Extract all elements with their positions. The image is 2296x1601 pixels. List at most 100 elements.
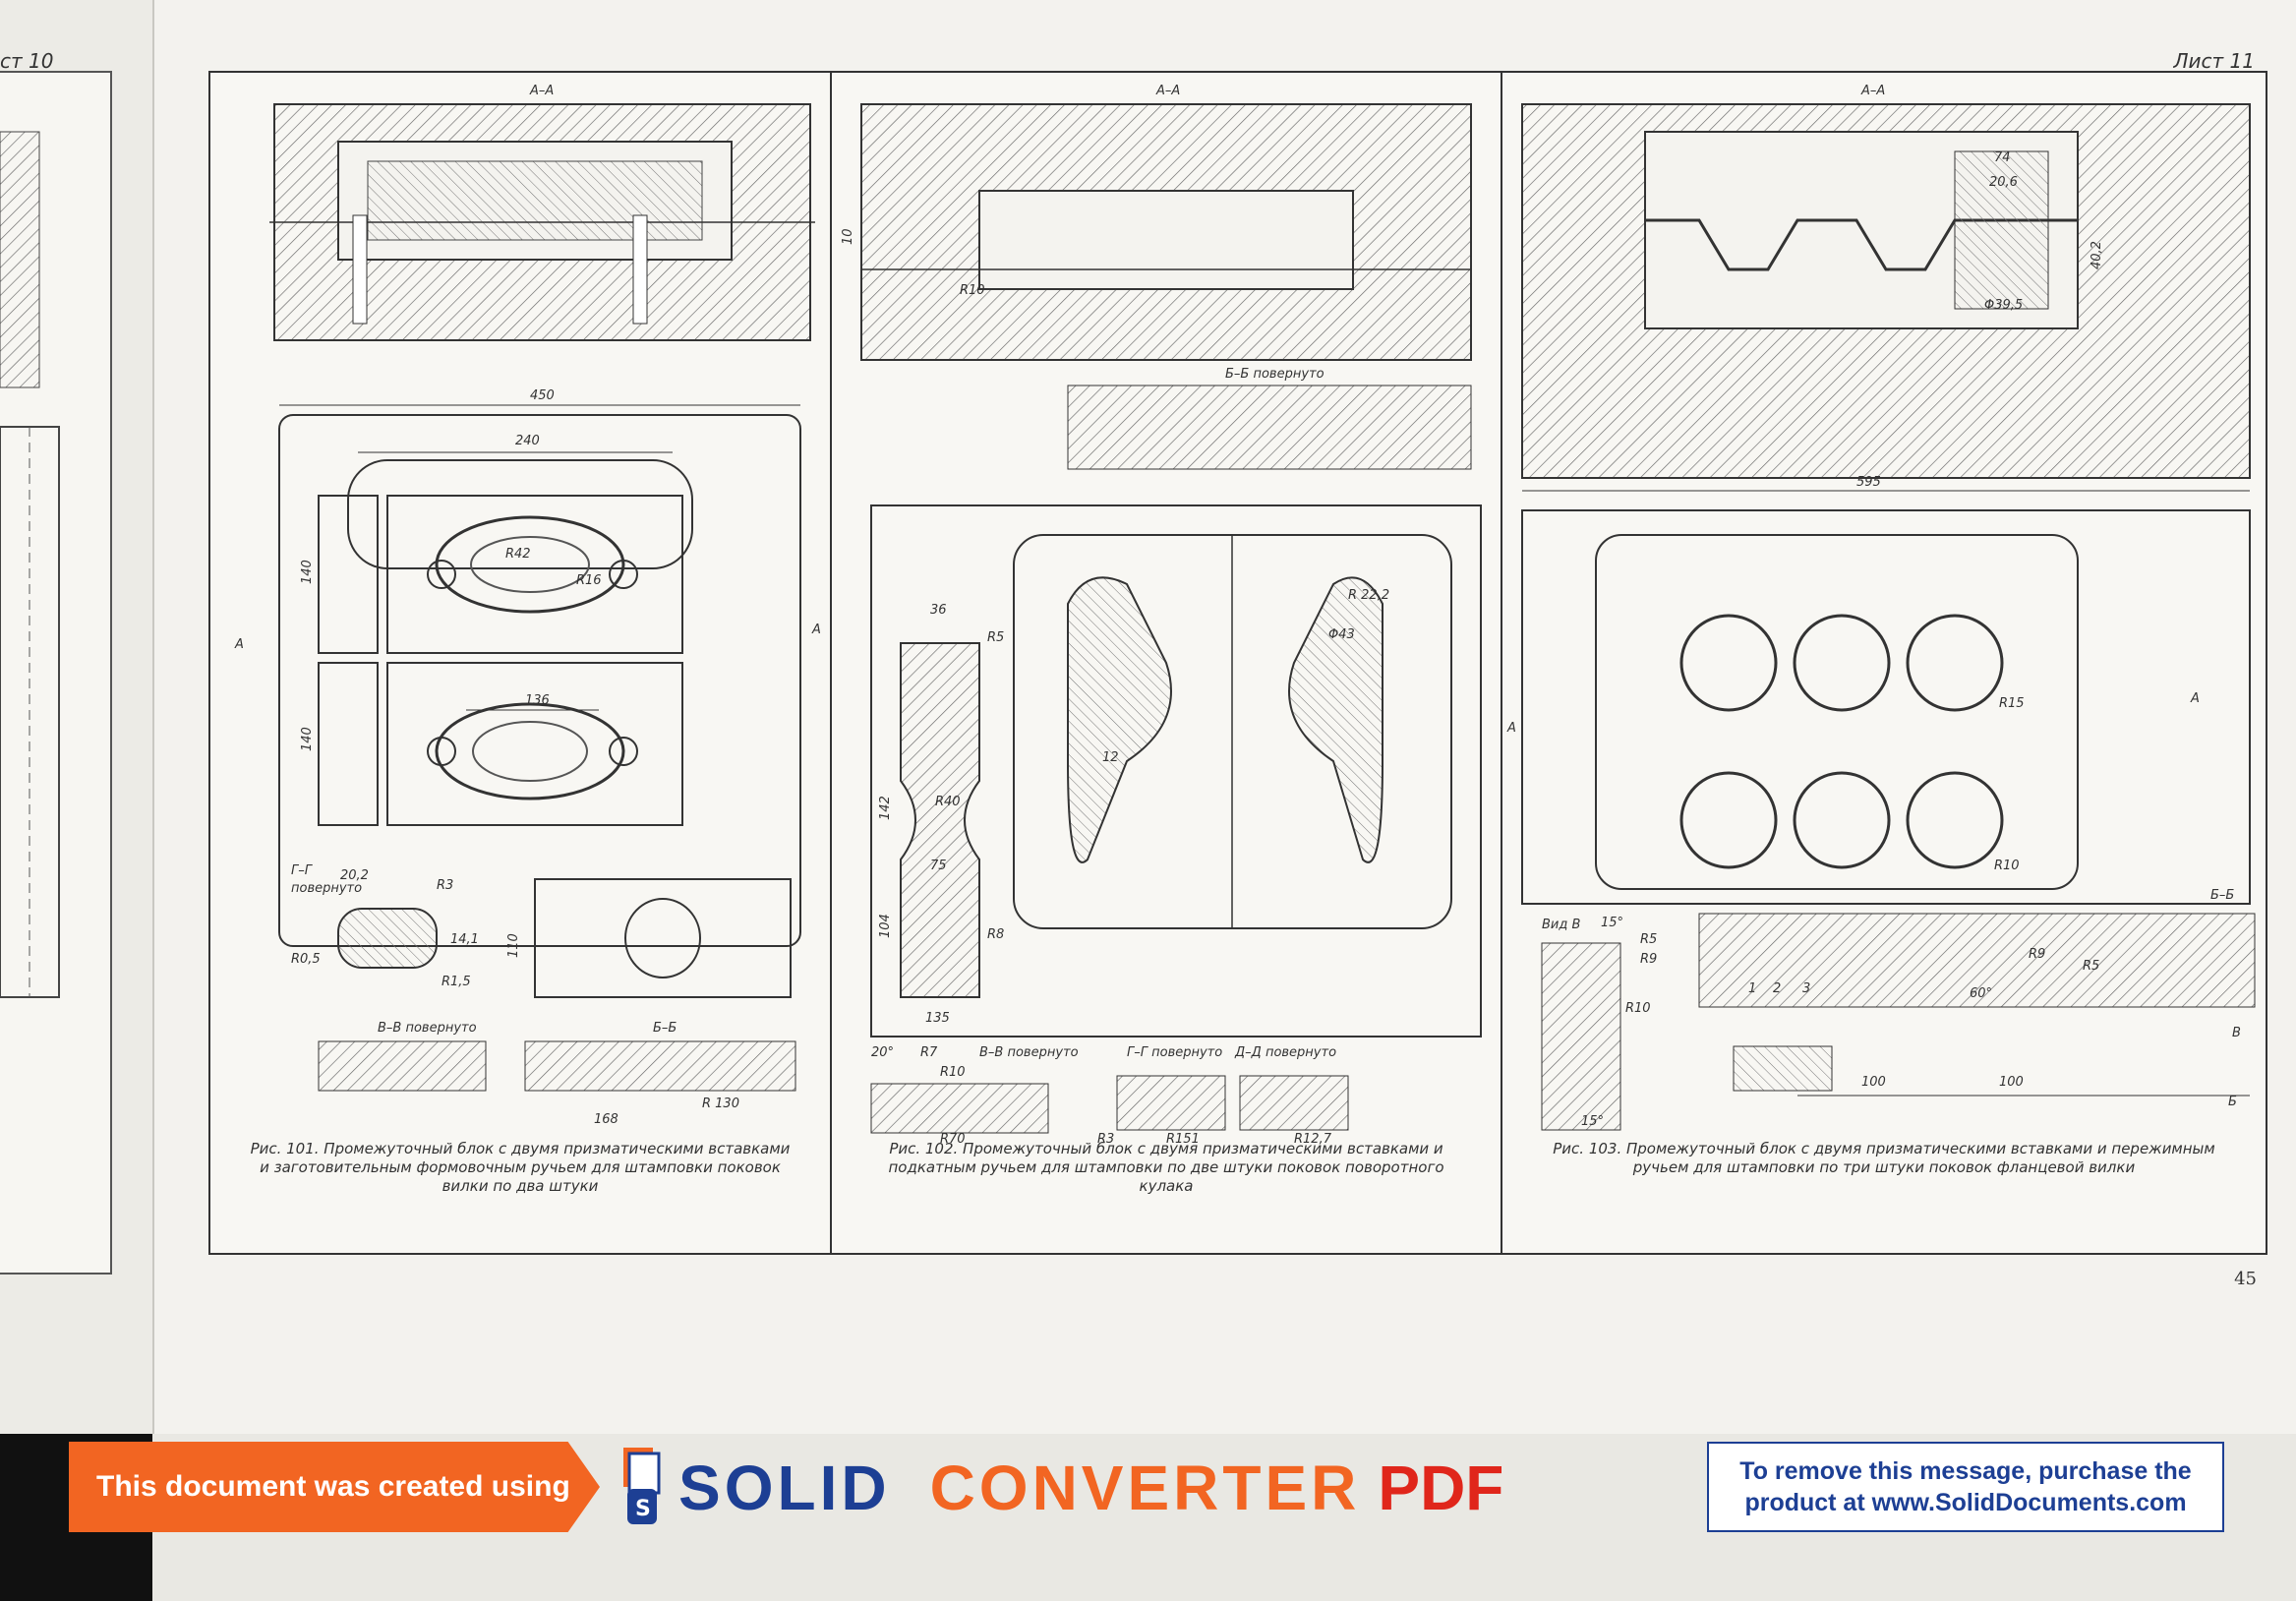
fig101-dim-450: 450 <box>530 388 555 403</box>
fig101-dim-r3: R3 <box>437 878 453 893</box>
fig102-dim-r5: R5 <box>987 630 1004 645</box>
fig103-dim-74: 74 <box>1994 150 2011 165</box>
fig101-upper-cavity-inner <box>470 536 590 593</box>
figure-102-caption: Рис. 102. Промежуточный блок с двумя при… <box>888 1140 1444 1195</box>
fig101-dim-r05: R0,5 <box>291 952 321 967</box>
created-using-label[interactable]: This document was created using <box>69 1442 600 1532</box>
fig102-dim-r7: R7 <box>920 1045 938 1060</box>
fig102-dim-r151: R151 <box>1166 1132 1200 1145</box>
fig102-section-aa: А–А <box>1155 84 1180 98</box>
fig101-lower-insert <box>386 662 683 826</box>
left-page-fragment <box>0 71 112 1275</box>
fig101-dim-r15: R1,5 <box>442 975 471 989</box>
fig102-plan-outline <box>870 504 1482 1038</box>
fig102-dim-135: 135 <box>925 1011 950 1026</box>
fig103-bolt-detail <box>1733 1045 1833 1092</box>
fig103-dim-595: 595 <box>1856 475 1881 490</box>
left-fragment-drawing <box>0 131 60 998</box>
figure-101-caption: Рис. 101. Промежуточный блок с двумя при… <box>250 1140 791 1195</box>
purchase-message-link[interactable]: To remove this message, purchase the pro… <box>1707 1442 2224 1532</box>
fig101-left-clamp-lower <box>318 662 379 826</box>
fig102-roll-section <box>900 642 980 998</box>
fig103-dim-r9-v: R9 <box>1640 952 1657 967</box>
fig101-lower-cavity-inner <box>472 721 588 782</box>
fig101-bolt-right <box>632 214 648 325</box>
fig101-lower-boss-right <box>609 737 638 766</box>
purchase-message-line1: To remove this message, purchase the <box>1739 1457 2192 1485</box>
fig102-view-vv: В–В повернуто <box>979 1045 1079 1060</box>
fig102-dim-10: 10 <box>841 228 855 245</box>
fig101-dim-r130: R 130 <box>702 1097 739 1111</box>
figure-101-drawing: А–А 450 240 140 140 R42 R16 <box>234 84 821 1127</box>
fig101-lower-boss-left <box>427 737 456 766</box>
fig101-dim-r42: R42 <box>505 547 531 562</box>
fig101-upper-boss-left <box>427 560 456 589</box>
fig103-view-v: Вид В <box>1542 918 1580 932</box>
fig101-lower-cavity <box>435 702 625 800</box>
fig103-insert-plan <box>1595 534 2079 890</box>
fig102-dim-104: 104 <box>878 914 893 938</box>
fig101-bb-plan <box>534 878 792 998</box>
fig101-bb-section <box>524 1040 796 1092</box>
page-number: 45 <box>2234 1269 2257 1289</box>
fig101-gg-section <box>337 908 438 969</box>
purchase-message-line2: product at www.SolidDocuments.com <box>1744 1489 2187 1516</box>
fig101-upper-insert <box>386 495 683 654</box>
fig101-mark-a-left: А <box>234 637 244 652</box>
fig101-view-vv: В–В повернуто <box>378 1021 477 1036</box>
fig102-insert <box>978 190 1354 290</box>
fig102-bb-section <box>1067 385 1472 470</box>
fig103-dim-r15: R15 <box>1999 696 2025 711</box>
figure-103-drawing: А–А 74 20,6 Φ39,5 40,2 595 R15 <box>1506 84 2256 1131</box>
fig103-view-bb: Б–Б <box>2210 888 2234 903</box>
fig103-dim-60deg: 60° <box>1970 986 1992 1001</box>
fig102-dim-r10-top: R10 <box>960 283 985 298</box>
watermark-banner: This document was created using S SOLID … <box>0 1434 2296 1601</box>
fig102-dim-r222: R 22,2 <box>1348 588 1389 603</box>
fig101-bb-cavity <box>624 898 701 978</box>
fig103-mark-b: Б <box>2228 1095 2237 1109</box>
fig101-dim-140a: 140 <box>300 560 315 584</box>
fig103-dim-15b: 15° <box>1581 1114 1604 1129</box>
fig103-bb-section <box>1698 913 2256 1008</box>
fig101-upper-cavity <box>435 515 625 614</box>
fig102-dim-36: 36 <box>930 603 947 618</box>
fig102-view-dd: Д–Д повернуто <box>1234 1045 1336 1060</box>
fig103-lower-impressions <box>1679 771 2004 869</box>
fig101-plan-outline <box>278 414 801 947</box>
fig103-dim-r9: R9 <box>2029 947 2045 962</box>
fig103-view-v-section <box>1541 942 1621 1131</box>
fig102-dim-r70: R70 <box>940 1132 966 1145</box>
solid-documents-logo-icon: S <box>623 1448 661 1524</box>
fig103-dim-402: 40,2 <box>2090 241 2104 269</box>
fig103-dim-phi395: Φ39,5 <box>1984 298 2023 313</box>
fig101-view-gg: Г–Г <box>291 863 314 878</box>
fig102-dim-20deg: 20° <box>871 1045 894 1060</box>
fig102-view-bb: Б–Б повернуто <box>1225 367 1325 382</box>
fig103-dim-r5: R5 <box>1640 932 1657 947</box>
fig101-insert-core <box>367 160 703 241</box>
fig103-dim-r10-plan: R10 <box>1994 859 2020 873</box>
figure-103-panel: А–А 74 20,6 Φ39,5 40,2 595 R15 <box>1502 73 2266 1253</box>
fig102-dim-75: 75 <box>930 859 947 873</box>
figure-102-drawing: А–А 10 R10 Б–Б повернуто R 22,2 Φ43 12 3… <box>841 84 1482 1145</box>
fig102-dim-r10: R10 <box>940 1065 966 1080</box>
figure-102-panel: А–А 10 R10 Б–Б повернуто R 22,2 Φ43 12 3… <box>832 73 1502 1253</box>
fig103-mark-a-left: А <box>1506 721 1516 736</box>
fig101-view-bb: Б–Б <box>653 1021 677 1036</box>
fig103-forging-profile <box>1645 218 2078 271</box>
fig101-dim-202: 20,2 <box>340 868 369 883</box>
fig103-dim-r10-v: R10 <box>1625 1001 1651 1016</box>
fig101-top-rail <box>347 459 693 569</box>
left-page-label: ст 10 <box>0 49 54 73</box>
fig102-cavity-right <box>1288 576 1383 863</box>
fig103-dim-206: 20,6 <box>1989 175 2018 190</box>
drawing-sheet: А–А 450 240 140 140 R42 R16 <box>208 71 2267 1255</box>
brand-pdf: PDF <box>1378 1453 1504 1523</box>
fig101-dim-141: 14,1 <box>450 932 479 947</box>
fig101-dim-110: 110 <box>506 933 521 958</box>
fig103-mark-v: В <box>2232 1026 2241 1040</box>
solid-converter-brand[interactable]: SOLID CONVERTER PDF <box>678 1444 1503 1532</box>
fig101-mark-a-right: А <box>811 623 821 637</box>
fig102-dd-section <box>1239 1075 1349 1131</box>
